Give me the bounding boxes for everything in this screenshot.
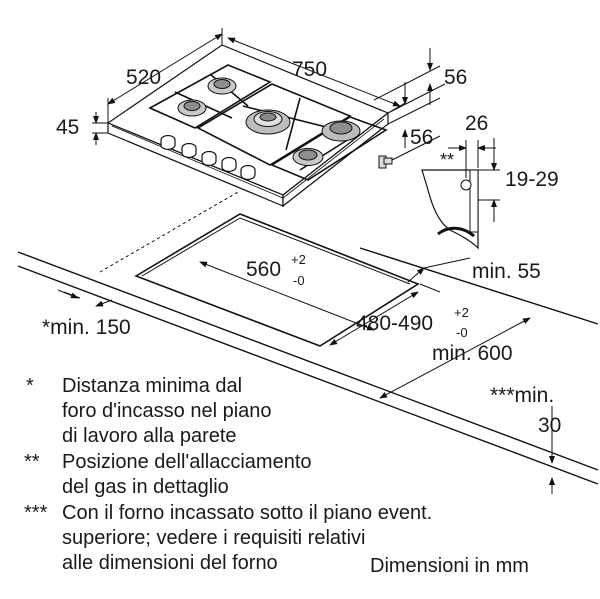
gas-connection-detail — [421, 138, 500, 250]
note-1-line-2: foro d'incasso nel piano — [62, 400, 272, 422]
dim-cutout-width-tol-minus: -0 — [293, 273, 305, 288]
dim-gas-offset-26: 26 — [465, 112, 488, 135]
dim-cutout-width: 560 — [246, 258, 281, 281]
burner-rear-right — [321, 120, 361, 142]
cutout-dimension-lines — [57, 257, 555, 494]
dim-min-600: min. 600 — [432, 342, 513, 365]
dim-cutout-depth-tol-minus: -0 — [456, 325, 468, 340]
note-1-line-3: di lavoro alla parete — [62, 425, 237, 447]
dim-height-45: 45 — [56, 116, 79, 139]
burner-center-wok — [245, 109, 291, 135]
note-3-line-1: Con il forno incassato sotto il piano ev… — [62, 502, 432, 524]
dim-side-bottom-56: 56 — [410, 126, 433, 149]
footnotes: * Distanza minima dal foro d'incasso nel… — [24, 375, 529, 577]
dim-min-30-value: 30 — [538, 414, 561, 437]
dim-min-30-label: ***min. — [490, 384, 554, 407]
gas-inlet-icon — [460, 179, 472, 191]
note-3-line-2: superiore; vedere i requisiti relativi — [62, 527, 365, 549]
dim-depth-520: 520 — [126, 66, 161, 89]
burner-front-right — [292, 148, 324, 166]
note-1-mark: * — [26, 375, 34, 397]
gas-connector — [378, 155, 393, 169]
note-1-line-1: Distanza minima dal — [62, 375, 242, 397]
units-caption: Dimensioni in mm — [370, 555, 529, 577]
dim-side-top-56: 56 — [444, 66, 467, 89]
dim-width-750: 750 — [292, 58, 327, 81]
control-knobs — [160, 134, 256, 181]
note-3-line-3: alle dimensioni del forno — [62, 552, 278, 574]
note-2-mark: ** — [24, 451, 40, 473]
dim-min-150: *min. 150 — [42, 316, 131, 339]
gas-marker: ** — [440, 150, 454, 170]
burner-front-left — [177, 99, 207, 117]
dimension-labels: 520 750 45 56 56 26 ** 19-29 560 +2 -0 4… — [42, 58, 561, 437]
burner-rear-left — [207, 77, 237, 95]
dim-cutout-depth-tol-plus: +2 — [454, 305, 469, 320]
note-2-line-2: del gas in dettaglio — [62, 476, 229, 498]
worktop — [17, 191, 599, 485]
note-3-mark: *** — [24, 502, 48, 524]
hob-dimension-lines — [92, 28, 446, 161]
note-2-line-1: Posizione dell'allacciamento — [62, 451, 312, 473]
dim-cutout-depth: 480-490 — [356, 312, 433, 335]
dim-gas-range: 19-29 — [505, 168, 559, 191]
dim-cutout-width-tol-plus: +2 — [291, 252, 306, 267]
dim-min-55: min. 55 — [472, 260, 541, 283]
